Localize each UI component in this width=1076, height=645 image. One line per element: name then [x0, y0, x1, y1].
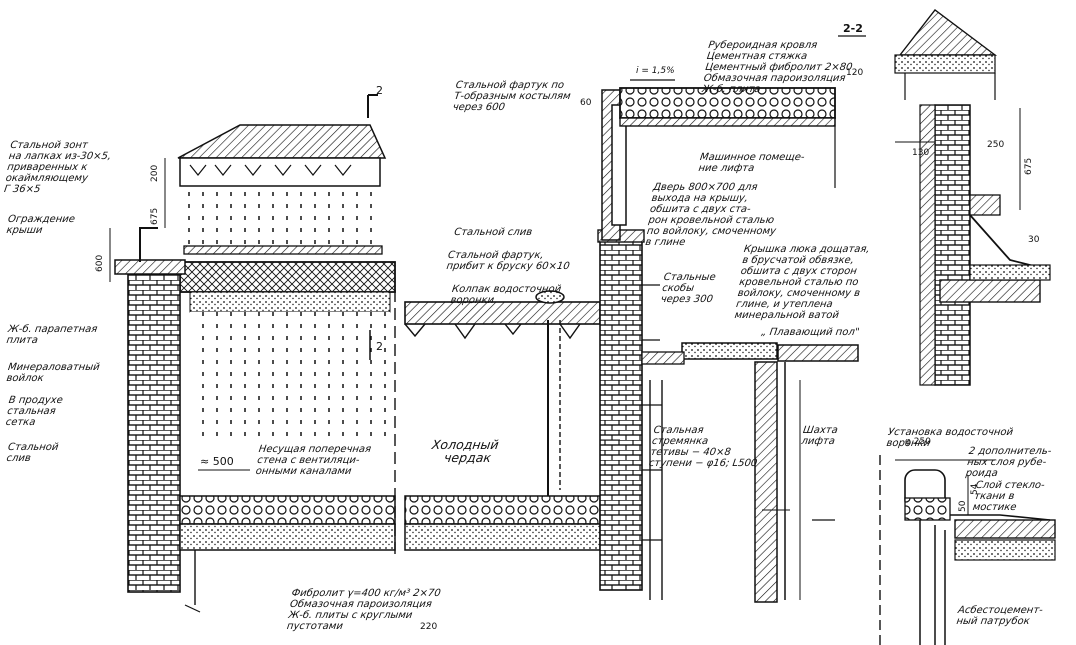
parapet-slab	[114, 259, 186, 275]
middle-section	[404, 35, 866, 603]
funnel-detail	[879, 455, 1056, 645]
canopy-roof	[177, 124, 387, 159]
shaft-wall-left	[754, 361, 778, 603]
label-floating-floor: „ Плавающий пол"	[760, 327, 861, 338]
hatch-door	[611, 104, 627, 226]
dim-500: ≈ 500	[200, 455, 234, 468]
floating-floor	[681, 342, 778, 360]
dim-130: 130	[912, 148, 930, 158]
dim-250: 250	[987, 140, 1005, 150]
dim-200: 200	[150, 164, 160, 182]
dim-54: 54	[970, 483, 980, 495]
dim-675-left: 675	[150, 207, 160, 225]
roof-guard-rail	[139, 227, 158, 262]
left-section	[109, 94, 396, 613]
dim-50: 50	[958, 500, 968, 512]
section-cut-mid: 2	[376, 340, 383, 353]
center-brick-wall	[599, 239, 643, 591]
dim-phi250: φ 250	[905, 437, 931, 447]
section-mark-2-2: 2-2	[843, 22, 863, 35]
dim-30: 30	[1028, 235, 1040, 245]
left-brick-wall	[127, 261, 181, 593]
vent-zone	[186, 188, 382, 246]
dim-220: 220	[420, 622, 438, 632]
drain-pipe	[547, 320, 598, 506]
roof-top-layers	[619, 87, 836, 119]
section-cut-top: 2	[376, 84, 383, 97]
parapet-detail	[894, 9, 1051, 386]
dim-120: 120	[846, 68, 864, 78]
dim-60: 60	[580, 98, 592, 108]
dim-slope: i = 1,5%	[636, 66, 675, 76]
floor-fibrolite-left	[179, 495, 396, 525]
drain-cap	[535, 290, 565, 304]
floor-fibrolite-mid	[404, 495, 601, 525]
dim-675-right: 675	[1024, 157, 1034, 175]
roof-slab-left	[179, 261, 396, 293]
label-asbestos-pipe: Асбестоцемент-ный патрубок	[955, 605, 1044, 627]
parapet-brick	[934, 104, 971, 386]
dim-600: 600	[95, 254, 105, 272]
